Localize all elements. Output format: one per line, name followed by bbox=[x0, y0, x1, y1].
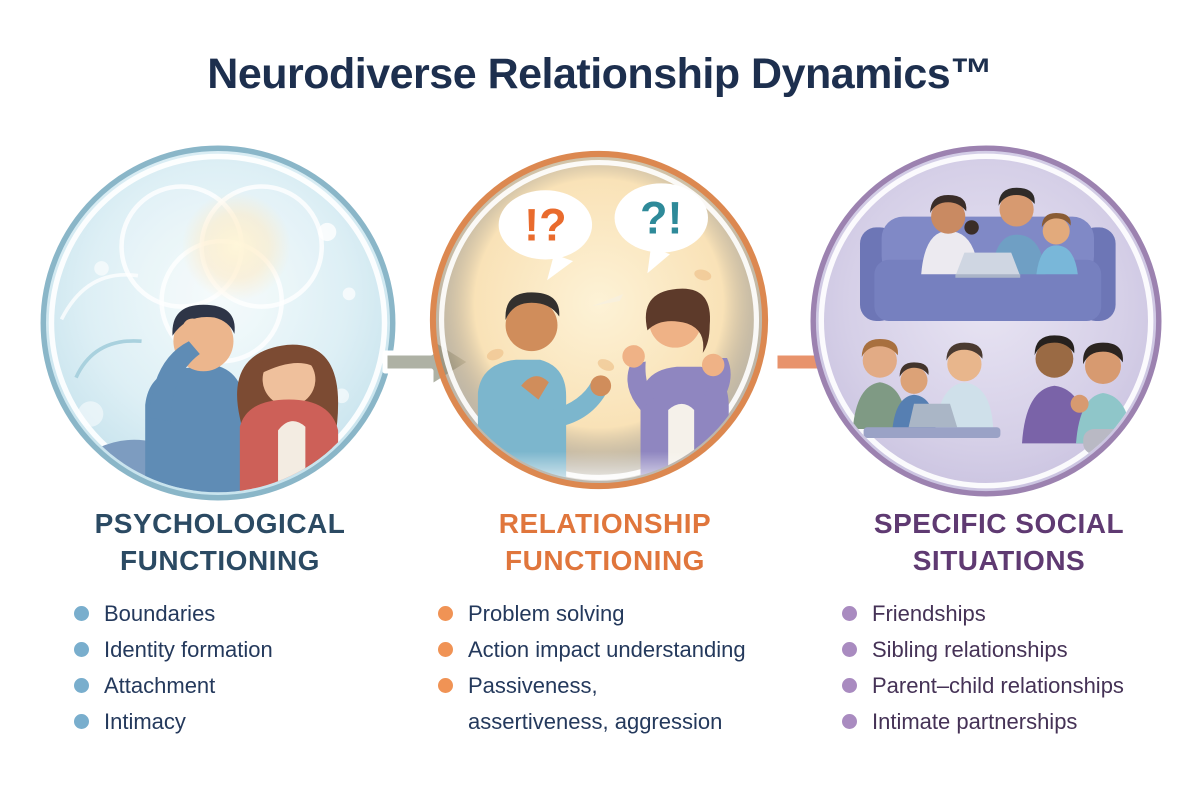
column-heading: RELATIONSHIP FUNCTIONING bbox=[416, 505, 794, 579]
list-item: Intimacy bbox=[74, 704, 412, 740]
list-item-label: Action impact understanding bbox=[468, 637, 746, 662]
social-situations-illustration bbox=[806, 141, 1166, 501]
list-item: Identity formation bbox=[74, 632, 412, 668]
bullet-list: Friendships Sibling relationships Parent… bbox=[810, 596, 1188, 740]
list-item: Passiveness, assertiveness, aggression bbox=[438, 668, 794, 740]
list-item: Problem solving bbox=[438, 596, 794, 632]
page-title: Neurodiverse Relationship Dynamics™ bbox=[207, 50, 993, 98]
list-item-label: Boundaries bbox=[104, 601, 216, 626]
column-heading: SPECIFIC SOCIAL SITUATIONS bbox=[810, 505, 1188, 579]
column-psychological: PSYCHOLOGICAL FUNCTIONING Boundaries Ide… bbox=[28, 505, 412, 740]
list-item-line-2: assertiveness, aggression bbox=[468, 709, 723, 734]
heading-line-2: FUNCTIONING bbox=[120, 545, 320, 576]
bullet-dot-icon bbox=[74, 606, 89, 621]
bullet-dot-icon bbox=[438, 642, 453, 657]
relationship-illustration: !? ?! bbox=[426, 147, 772, 493]
list-item: Parent–child relationships bbox=[842, 668, 1188, 704]
bullet-dot-icon bbox=[438, 678, 453, 693]
list-item: Friendships bbox=[842, 596, 1188, 632]
list-item: Intimate partnerships bbox=[842, 704, 1188, 740]
heading-line-2: FUNCTIONING bbox=[505, 545, 705, 576]
bullet-dot-icon bbox=[842, 642, 857, 657]
list-item: Sibling relationships bbox=[842, 632, 1188, 668]
couple-talking-icon: !? ?! bbox=[429, 150, 769, 490]
bullet-dot-icon bbox=[842, 678, 857, 693]
family-groups-icon bbox=[810, 145, 1162, 497]
list-item-label: Identity formation bbox=[104, 637, 273, 662]
list-item-label: Friendships bbox=[872, 601, 986, 626]
list-item-label: Intimate partnerships bbox=[872, 709, 1078, 734]
bullet-list: Problem solving Action impact understand… bbox=[416, 596, 794, 740]
list-item-label: Parent–child relationships bbox=[872, 673, 1124, 698]
list-item-label: Attachment bbox=[104, 673, 216, 698]
list-item-label: Sibling relationships bbox=[872, 637, 1068, 662]
couple-back-to-back-icon bbox=[40, 145, 396, 501]
heading-line-1: PSYCHOLOGICAL bbox=[94, 508, 346, 539]
list-item: Action impact understanding bbox=[438, 632, 794, 668]
heading-line-1: SPECIFIC SOCIAL bbox=[873, 508, 1125, 539]
psychological-illustration bbox=[36, 141, 400, 505]
bullet-dot-icon bbox=[74, 714, 89, 729]
bullet-dot-icon bbox=[842, 714, 857, 729]
bullet-list: Boundaries Identity formation Attachment… bbox=[28, 596, 412, 740]
list-item-label: Problem solving bbox=[468, 601, 625, 626]
speech-bubble-right-text: ?! bbox=[640, 193, 682, 244]
bullet-dot-icon bbox=[438, 606, 453, 621]
list-item: Boundaries bbox=[74, 596, 412, 632]
bullet-dot-icon bbox=[74, 678, 89, 693]
list-item-label: Passiveness, assertiveness, aggression bbox=[468, 668, 722, 740]
column-social-situations: SPECIFIC SOCIAL SITUATIONS Friendships S… bbox=[810, 505, 1188, 740]
speech-bubble-left-text: !? bbox=[524, 199, 566, 250]
column-heading: PSYCHOLOGICAL FUNCTIONING bbox=[28, 505, 412, 579]
list-item-line-1: Passiveness, bbox=[468, 673, 598, 698]
heading-line-2: SITUATIONS bbox=[912, 545, 1086, 576]
bullet-dot-icon bbox=[842, 606, 857, 621]
heading-line-1: RELATIONSHIP bbox=[498, 508, 712, 539]
list-item: Attachment bbox=[74, 668, 412, 704]
bullet-dot-icon bbox=[74, 642, 89, 657]
column-relationship: RELATIONSHIP FUNCTIONING Problem solving… bbox=[416, 505, 794, 740]
list-item-label: Intimacy bbox=[104, 709, 186, 734]
